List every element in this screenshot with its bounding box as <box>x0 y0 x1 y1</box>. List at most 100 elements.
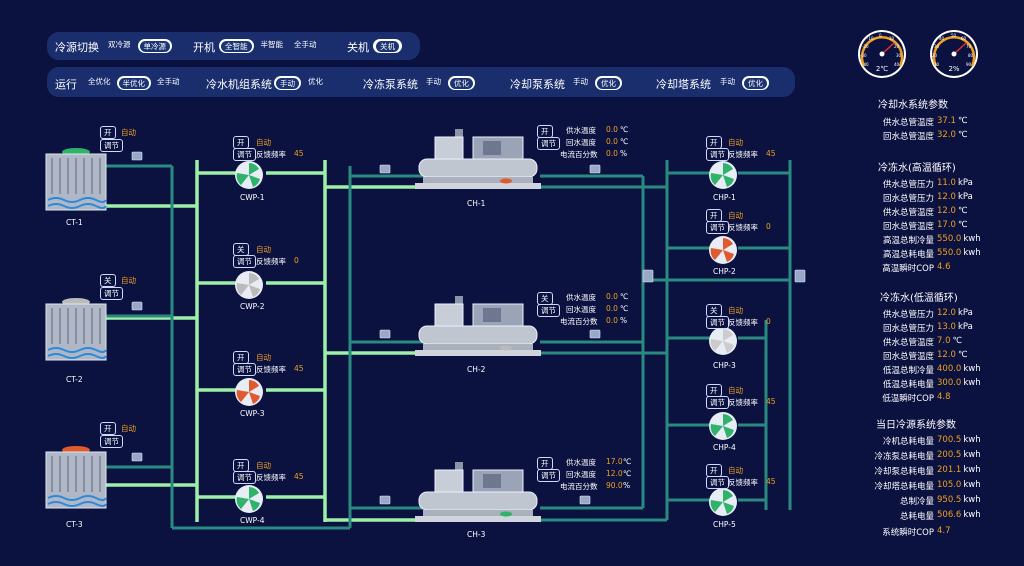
gauge1-tick-m30: -30 <box>860 53 867 58</box>
ch2-current-label: 电流百分数 <box>560 317 598 326</box>
tower-sys-selected-pill: 优化 <box>742 76 769 90</box>
cw-pump-sys-group: 手动 优化 <box>569 76 622 90</box>
start-option-manual[interactable]: 全手动 <box>294 40 317 49</box>
cwp1-adjust[interactable]: 调节 <box>233 148 256 161</box>
cwp2-pump-icon[interactable] <box>233 269 265 301</box>
start-option-full-smart[interactable]: 全智能 <box>221 40 252 52</box>
ct1-adjust[interactable]: 调节 <box>100 139 123 152</box>
ct1-switch[interactable]: 开 <box>100 126 116 139</box>
param-label: 冷冻泵总耗电量 <box>874 452 934 462</box>
param-label: 回水总管温度 <box>882 222 934 232</box>
gauge1-tick-40: 40 <box>894 62 900 67</box>
source-option-dual[interactable]: 双冷源 <box>108 40 131 49</box>
stop-button[interactable]: 关机 <box>373 39 402 53</box>
ch3-adjust[interactable]: 调节 <box>537 469 560 482</box>
run-option-manual[interactable]: 全手动 <box>157 77 180 86</box>
chp2-pump-icon[interactable] <box>707 234 739 266</box>
chp3-switch[interactable]: 关 <box>706 304 722 317</box>
tower-sys-manual[interactable]: 手动 <box>720 77 735 86</box>
chiller-sys-label: 冷水机组系统 <box>206 78 272 91</box>
cwp2-label: CWP-2 <box>240 302 265 311</box>
ch3-chiller-icon[interactable] <box>413 458 543 528</box>
chp1-adjust[interactable]: 调节 <box>706 148 729 161</box>
chw-pump-sys-manual[interactable]: 手动 <box>426 77 441 86</box>
chiller-sys-selected-pill: 手动 <box>274 76 301 90</box>
param-label: 高温总制冷量 <box>882 236 934 246</box>
ch1-chiller-icon[interactable] <box>413 125 543 195</box>
param-label: 低温总耗电量 <box>882 380 934 390</box>
cooling-tower-ct3[interactable] <box>44 442 108 514</box>
chw-pump-sys-opt[interactable]: 优化 <box>450 77 473 89</box>
cooling-tower-ct1[interactable] <box>44 144 108 216</box>
tower-sys-opt[interactable]: 优化 <box>744 77 767 89</box>
ch3-supply-label: 供水温度 <box>566 458 596 467</box>
chiller-sys-group: 手动 优化 <box>274 76 327 90</box>
param-label: 高温总耗电量 <box>882 250 934 260</box>
chp2-switch[interactable]: 开 <box>706 209 722 222</box>
cwp1-mode: 自动 <box>256 138 271 147</box>
ch1-adjust[interactable]: 调节 <box>537 137 560 150</box>
chp3-adjust[interactable]: 调节 <box>706 316 729 329</box>
cwp3-freq-label: 反馈频率 <box>256 365 286 374</box>
ch2-chiller-icon[interactable] <box>413 292 543 362</box>
ch2-adjust[interactable]: 调节 <box>537 304 560 317</box>
chiller-sys-opt[interactable]: 优化 <box>308 77 323 86</box>
param-label: 供水总管温度 <box>882 338 934 348</box>
cwp3-label: CWP-3 <box>240 409 265 418</box>
tower-sys-group: 手动 优化 <box>716 76 769 90</box>
ch3-label: CH-3 <box>467 530 486 539</box>
chp5-pump-icon[interactable] <box>707 486 739 518</box>
chp4-switch[interactable]: 开 <box>706 384 722 397</box>
source-option-single[interactable]: 单冷源 <box>139 40 170 52</box>
percent-gauge: 10 20 30 40 50 60 70 80 90 2% <box>930 30 978 78</box>
cwp1-pump-icon[interactable] <box>233 159 265 191</box>
ch3-current: 90.0 <box>606 481 623 490</box>
chp4-adjust[interactable]: 调节 <box>706 396 729 409</box>
gauge1-tick-m40: -40 <box>862 62 869 67</box>
cooling-tower-ct2[interactable] <box>44 294 108 366</box>
start-option-half-smart[interactable]: 半智能 <box>260 40 284 49</box>
ch1-supply-label: 供水温度 <box>566 126 596 135</box>
chp1-pump-icon[interactable] <box>707 159 739 191</box>
chp2-freq-label: 反馈频率 <box>728 223 758 232</box>
cw-pump-sys-manual[interactable]: 手动 <box>573 77 588 86</box>
gauge1-tick-0: 0 <box>879 33 882 38</box>
cw-pump-sys-opt[interactable]: 优化 <box>597 77 620 89</box>
ch2-supply-label: 供水温度 <box>566 293 596 302</box>
cwp4-adjust[interactable]: 调节 <box>233 471 256 484</box>
param-label: 冷机总耗电量 <box>882 437 934 447</box>
ch1-current-label: 电流百分数 <box>560 150 598 159</box>
param-value: 12.0℃ <box>937 206 968 216</box>
cwp3-pump-icon[interactable] <box>233 376 265 408</box>
gauge2-tick-80: 80 <box>968 53 974 58</box>
source-switch-label: 冷源切换 <box>55 41 99 54</box>
chp5-adjust[interactable]: 调节 <box>706 476 729 489</box>
stop-button-label: 关机 <box>376 40 399 52</box>
chp4-pump-icon[interactable] <box>707 410 739 442</box>
ct3-adjust[interactable]: 调节 <box>100 435 123 448</box>
chp3-pump-icon[interactable] <box>707 325 739 357</box>
chp2-adjust[interactable]: 调节 <box>706 221 729 234</box>
gauge1-tick-30: 30 <box>896 53 902 58</box>
chilled-water-pipes <box>540 160 792 522</box>
gauge1-tick-20: 20 <box>894 44 900 49</box>
chiller-sys-manual[interactable]: 手动 <box>276 77 299 89</box>
chp5-label: CHP-5 <box>713 520 736 529</box>
cwp3-adjust[interactable]: 调节 <box>233 363 256 376</box>
cw-pump-sys-label: 冷却泵系统 <box>510 78 565 91</box>
ct2-adjust[interactable]: 调节 <box>100 287 123 300</box>
cwp4-pump-icon[interactable] <box>233 483 265 515</box>
cooling-return-pipes <box>105 164 430 530</box>
gauge1-tick-m10: -10 <box>867 36 874 41</box>
chp2-label: CHP-2 <box>713 267 736 276</box>
chw-pump-sys-label: 冷冻泵系统 <box>363 78 418 91</box>
cwp2-switch[interactable]: 关 <box>233 243 249 256</box>
ct2-switch[interactable]: 关 <box>100 274 116 287</box>
run-option-full-opt[interactable]: 全优化 <box>88 77 111 86</box>
ct3-switch[interactable]: 开 <box>100 422 116 435</box>
cwp2-adjust[interactable]: 调节 <box>233 255 256 268</box>
run-option-half-opt[interactable]: 半优化 <box>118 77 149 89</box>
chp2-freq: 0 <box>766 222 771 231</box>
